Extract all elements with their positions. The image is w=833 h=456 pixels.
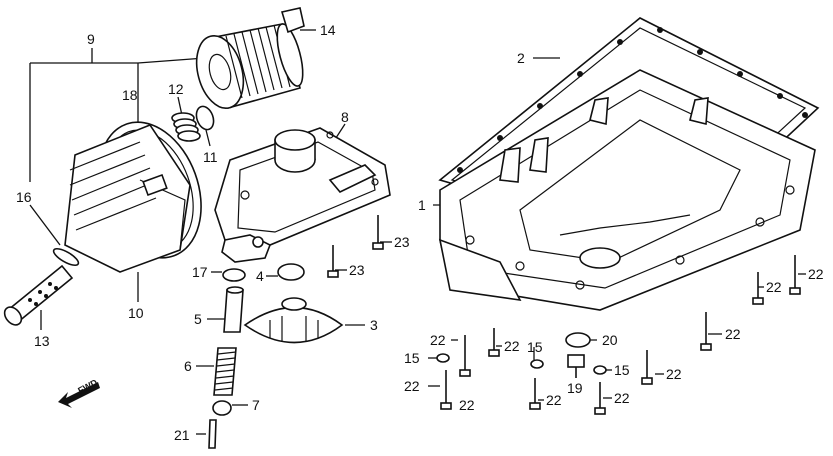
bolt-22f xyxy=(641,350,653,385)
callout-22i: 22 xyxy=(614,390,630,406)
callout-11: 11 xyxy=(203,149,218,165)
washer-15a xyxy=(436,353,450,363)
bolt-22g xyxy=(700,312,712,351)
callout-8: 8 xyxy=(341,109,349,125)
washer-15b xyxy=(530,359,544,369)
washer-15c xyxy=(593,365,607,375)
callout-22c: 22 xyxy=(404,378,420,394)
callout-22d: 22 xyxy=(725,326,741,342)
callout-1: 1 xyxy=(418,197,426,213)
callout-23a: 23 xyxy=(394,234,410,250)
oil-pan xyxy=(438,69,816,311)
bolt-22i xyxy=(789,255,801,295)
callout-22h: 22 xyxy=(546,392,562,408)
callout-12: 12 xyxy=(168,81,184,97)
oil-filter-element xyxy=(195,7,305,109)
gasket-20 xyxy=(565,332,591,348)
callout-18: 18 xyxy=(122,87,138,103)
callout-19: 19 xyxy=(567,380,583,396)
bolt-22d xyxy=(529,378,541,410)
bolt-21 xyxy=(208,419,217,449)
bolt-22b xyxy=(488,328,500,357)
bolt-22c xyxy=(440,370,452,410)
callout-10: 10 xyxy=(128,305,144,321)
callout-9: 9 xyxy=(87,31,95,47)
filter-cover xyxy=(64,121,202,273)
relief-spring-6 xyxy=(213,347,237,396)
callout-23b: 23 xyxy=(349,262,365,278)
collar-4 xyxy=(277,263,305,281)
callout-22j: 22 xyxy=(459,397,475,413)
oil-pump-housing xyxy=(214,127,391,263)
callout-22f: 22 xyxy=(808,266,824,282)
callout-7: 7 xyxy=(252,397,260,413)
callout-2: 2 xyxy=(517,50,525,66)
callout-6: 6 xyxy=(184,358,192,374)
bolt-22a xyxy=(459,335,471,377)
spring-12 xyxy=(171,112,201,142)
callout-15c: 15 xyxy=(614,362,630,378)
bolt-22e xyxy=(594,382,606,415)
bolt-22h xyxy=(752,272,764,305)
callout-22g: 22 xyxy=(666,366,682,382)
o-ring-16 xyxy=(52,247,80,267)
forward-arrow: FWD xyxy=(58,377,100,408)
washer-7 xyxy=(212,400,232,416)
callout-numbers: 9 14 2 18 12 8 11 16 1 23 17 4 23 10 5 3… xyxy=(16,22,824,443)
callout-3: 3 xyxy=(370,317,378,333)
callout-5: 5 xyxy=(194,311,202,327)
washer-11 xyxy=(195,105,215,131)
callout-22a: 22 xyxy=(430,332,446,348)
bolts xyxy=(327,215,801,415)
callout-21: 21 xyxy=(174,427,190,443)
callout-14: 14 xyxy=(320,22,336,38)
callout-16: 16 xyxy=(16,189,32,205)
drain-plug-19 xyxy=(567,354,585,378)
leader-lines xyxy=(29,29,806,435)
bolt-23b xyxy=(327,245,339,278)
bolt-23a xyxy=(372,215,384,250)
callout-4: 4 xyxy=(256,268,264,284)
callout-22e: 22 xyxy=(766,279,782,295)
callout-20: 20 xyxy=(602,332,618,348)
filter-bolt-13 xyxy=(3,264,74,326)
callout-13: 13 xyxy=(34,333,50,349)
o-ring-17 xyxy=(222,268,246,282)
pipe-5 xyxy=(223,286,244,333)
callout-22b: 22 xyxy=(504,338,520,354)
oil-strainer-3 xyxy=(243,297,344,344)
callout-15b: 15 xyxy=(527,339,543,355)
callout-15a: 15 xyxy=(404,350,420,366)
callout-17: 17 xyxy=(192,264,208,280)
